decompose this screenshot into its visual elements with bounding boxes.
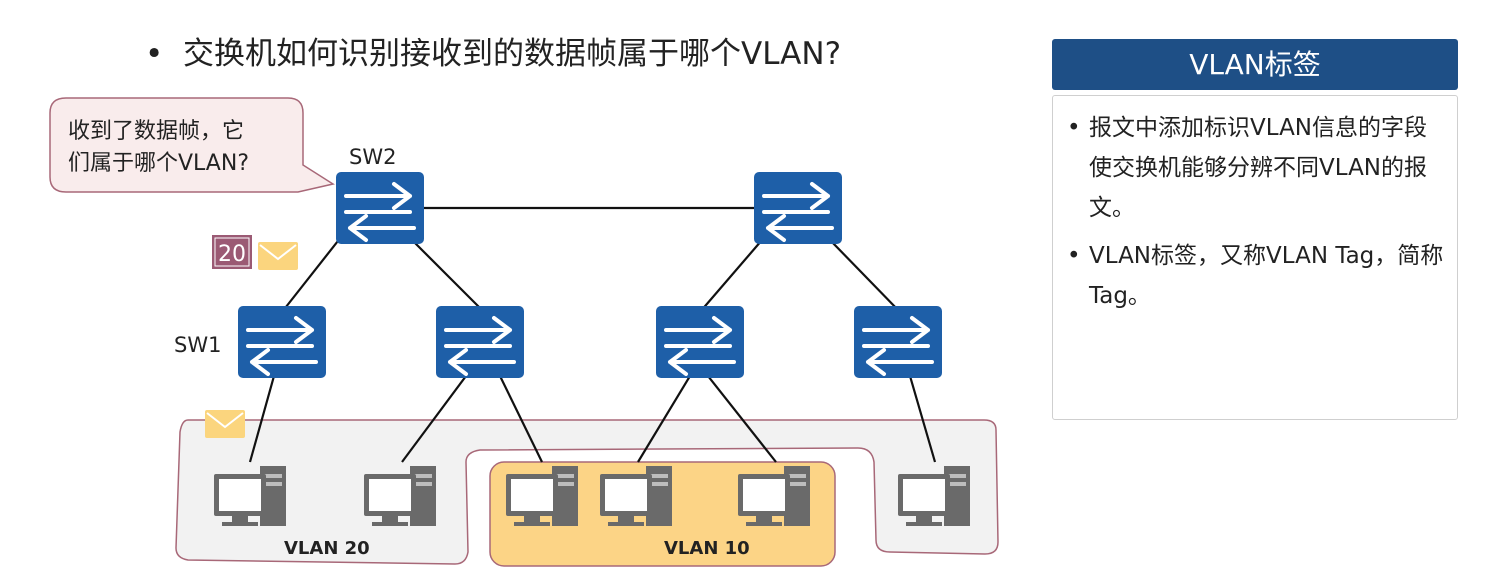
switch-sw1 bbox=[238, 306, 326, 378]
switch-top-right bbox=[754, 172, 842, 244]
panel-bullet-1: 报文中添加标识VLAN信息的字段使交换机能够分辨不同VLAN的报文。 bbox=[1067, 108, 1447, 228]
label-vlan20: VLAN 20 bbox=[284, 538, 370, 559]
title-text: 交换机如何识别接收到的数据帧属于哪个VLAN? bbox=[183, 36, 842, 72]
callout-line-1: 收到了数据帧，它 bbox=[68, 119, 244, 144]
vlan-tag-number: 20 bbox=[218, 242, 246, 267]
switch-access-3 bbox=[656, 306, 744, 378]
envelope-icon bbox=[257, 241, 299, 271]
switch-access-4 bbox=[854, 306, 942, 378]
vlan20-region bbox=[175, 419, 999, 565]
callout-line-2: 们属于哪个VLAN? bbox=[68, 151, 249, 176]
label-vlan10: VLAN 10 bbox=[664, 538, 750, 559]
envelope-icon bbox=[204, 409, 246, 439]
label-sw2: SW2 bbox=[349, 145, 396, 169]
panel-body: 报文中添加标识VLAN信息的字段使交换机能够分辨不同VLAN的报文。 VLAN标… bbox=[1052, 95, 1458, 420]
network-diagram: 20 收到了数据帧，它 们属于哪个VLAN? SW2 SW1 VLAN 20 V… bbox=[49, 97, 999, 567]
panel-heading: VLAN标签 bbox=[1052, 39, 1458, 90]
switch-access-2 bbox=[436, 306, 524, 378]
vlan-tag-badge bbox=[212, 235, 252, 269]
title-bullet: • bbox=[145, 36, 164, 72]
panel-bullet-2: VLAN标签，又称VLAN Tag，简称Tag。 bbox=[1067, 236, 1447, 316]
panel-bullet-list: 报文中添加标识VLAN信息的字段使交换机能够分辨不同VLAN的报文。 VLAN标… bbox=[1053, 96, 1457, 316]
links bbox=[248, 206, 937, 463]
label-sw1: SW1 bbox=[174, 333, 221, 357]
callout-bubble bbox=[49, 97, 335, 193]
switch-sw2 bbox=[336, 172, 424, 244]
slide-title: • 交换机如何识别接收到的数据帧属于哪个VLAN? bbox=[145, 28, 841, 73]
